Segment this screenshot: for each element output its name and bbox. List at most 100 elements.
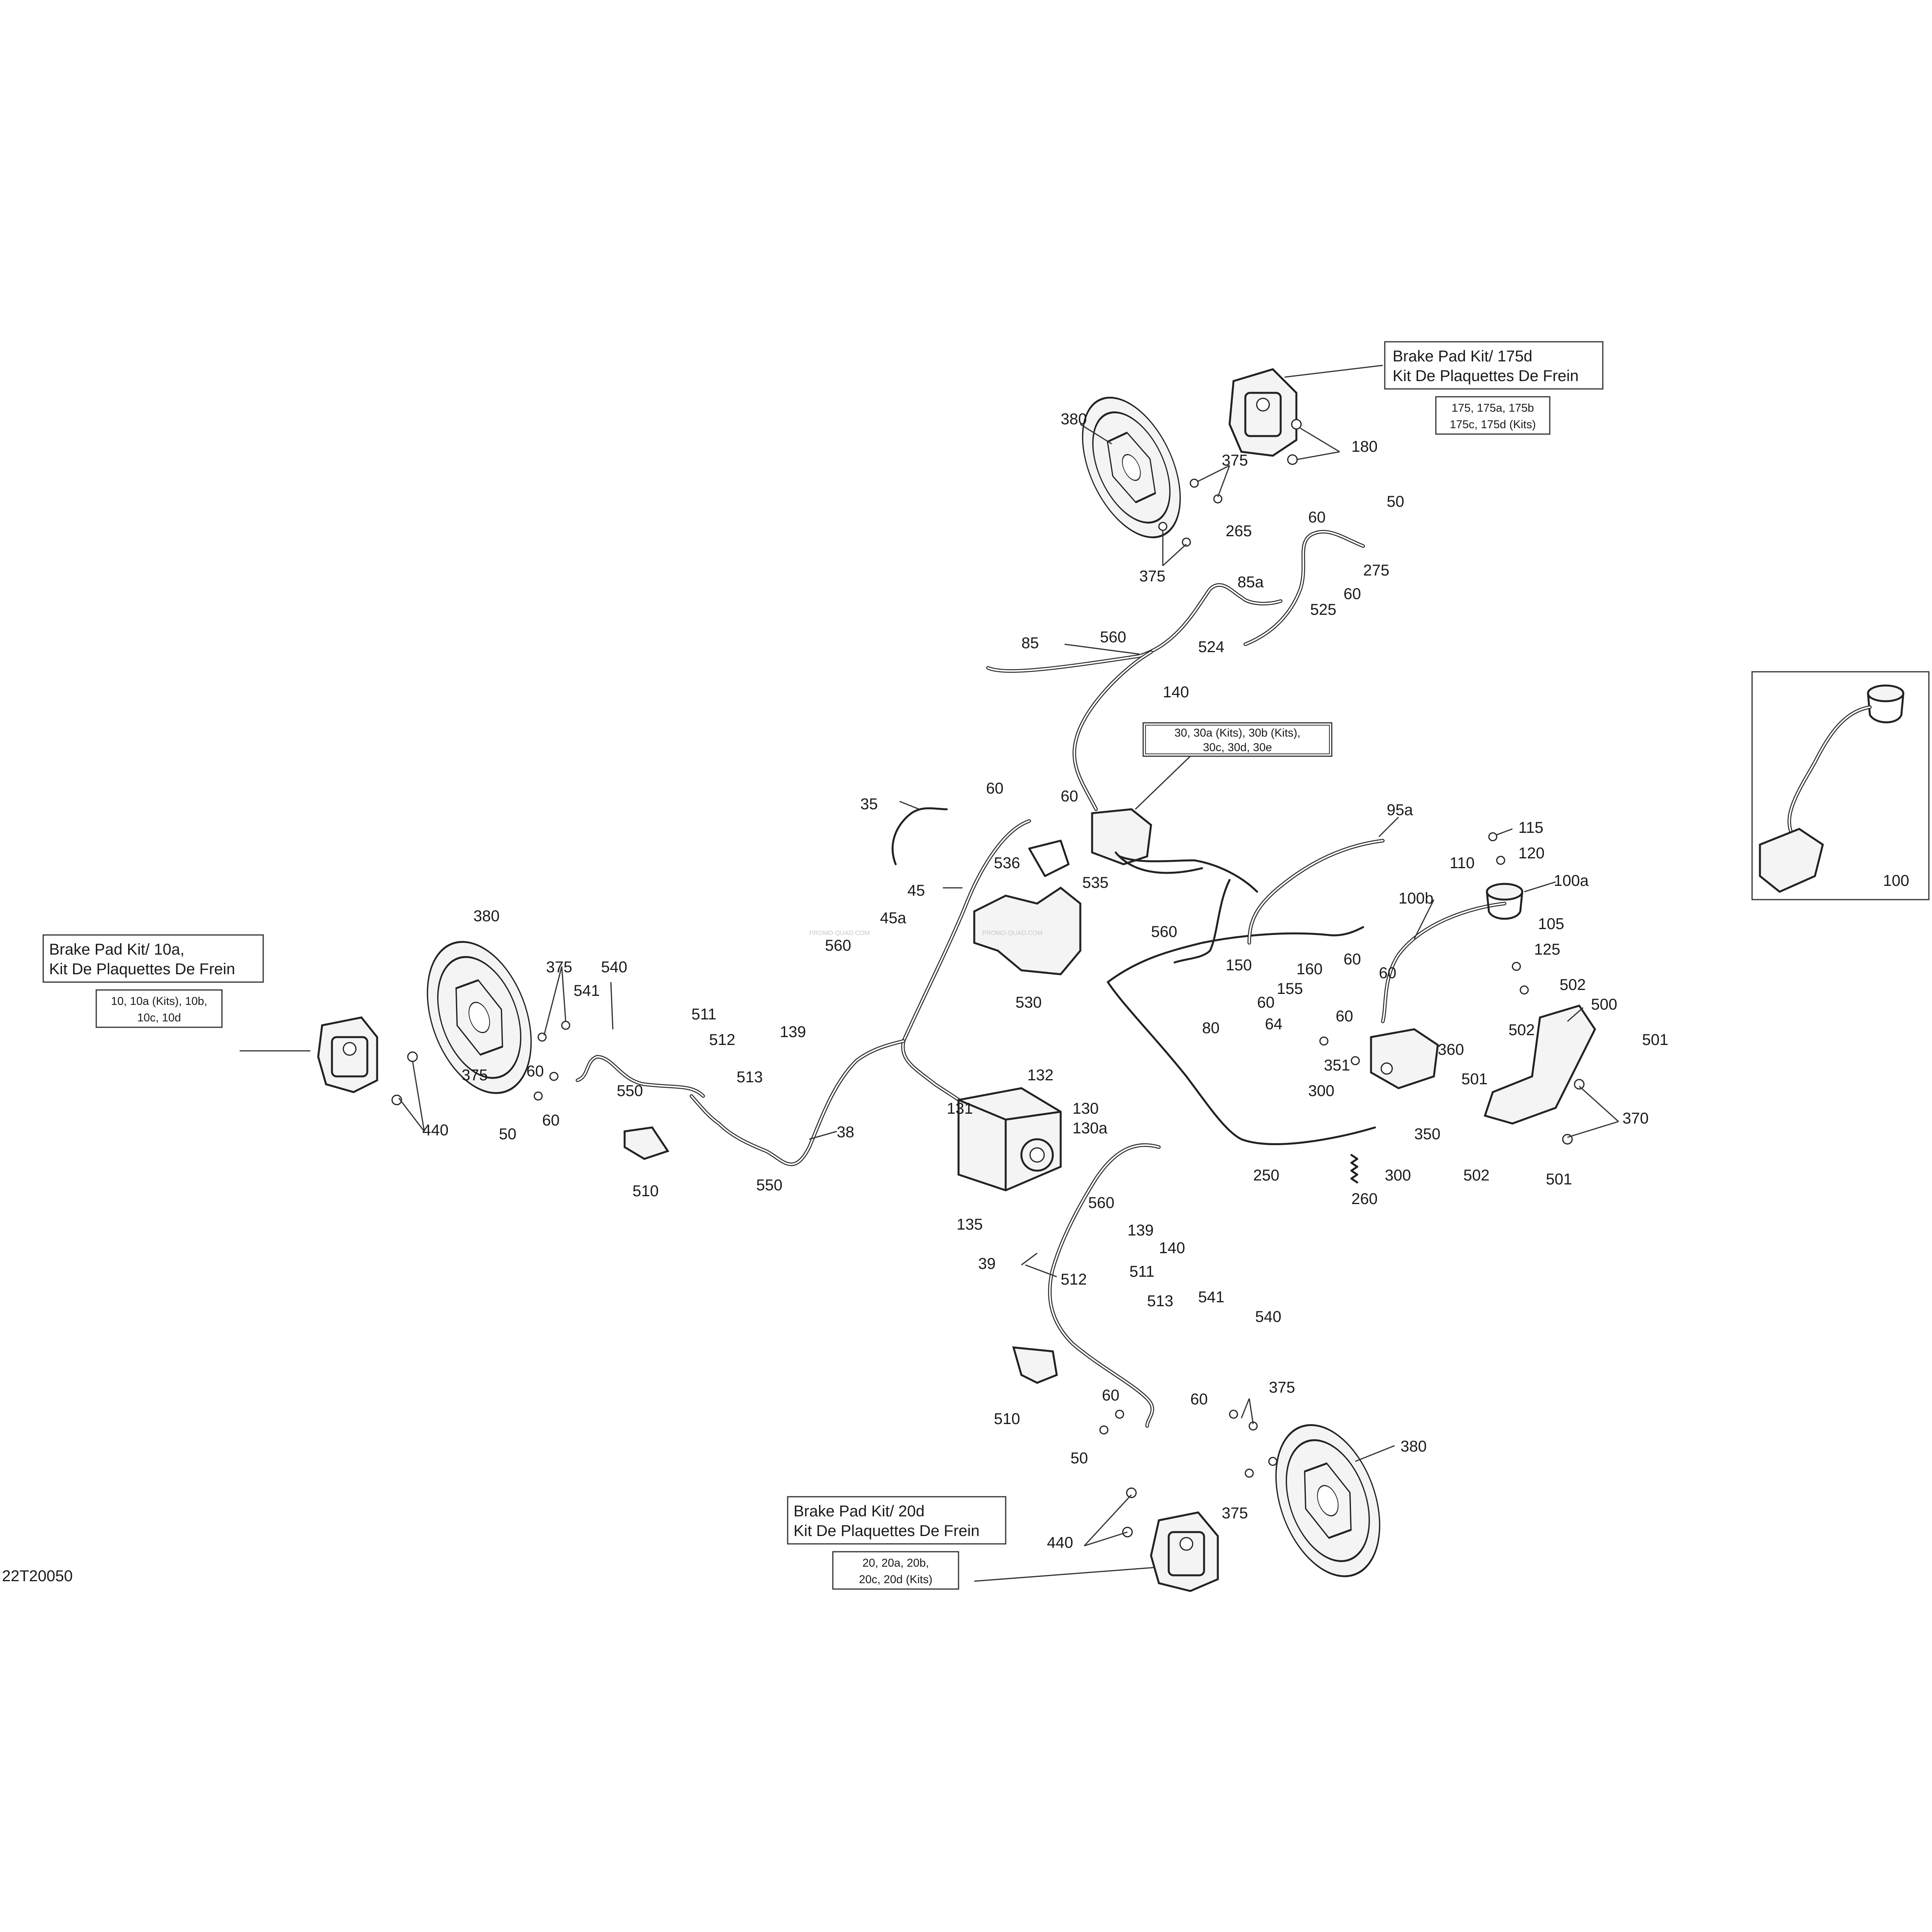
callout-35: 35 (860, 796, 878, 813)
callout-38: 38 (837, 1124, 854, 1141)
callout-60: 60 (1061, 788, 1078, 805)
kit-master-parts-2: 30c, 30d, 30e (1203, 741, 1272, 754)
callout-180: 180 (1351, 438, 1378, 455)
callout-511: 511 (691, 1006, 717, 1023)
rear-master-cylinder (1370, 1028, 1439, 1089)
callout-60: 60 (1190, 1391, 1208, 1408)
callout-labels: 380 375 180 60 50 265 375 275 85a 60 525… (422, 411, 1668, 1551)
kit-front-left-parts-2: 10c, 10d (137, 1012, 181, 1024)
callout-512: 512 (709, 1031, 735, 1048)
callout-560: 560 (1151, 923, 1177, 940)
callout-502: 502 (1463, 1167, 1490, 1184)
hose-38 (689, 1039, 906, 1166)
pedal-bracket-500 (1483, 1004, 1596, 1125)
kit-box-master-cylinder: 30, 30a (Kits), 30b (Kits), 30c, 30d, 30… (1135, 722, 1333, 810)
callout-560: 560 (1100, 629, 1126, 646)
callout-512: 512 (1061, 1271, 1087, 1288)
brake-disc-left (427, 941, 532, 1094)
kit-rear-top-title-1: Brake Pad Kit/ 175d (1393, 348, 1532, 365)
callout-541: 541 (1198, 1289, 1224, 1306)
kit-front-right-parts-2: 20c, 20d (Kits) (859, 1573, 933, 1586)
callout-440: 440 (422, 1122, 449, 1139)
callout-132: 132 (1027, 1067, 1054, 1084)
callout-110: 110 (1450, 854, 1475, 872)
callout-300: 300 (1308, 1082, 1334, 1100)
callout-131: 131 (947, 1100, 973, 1117)
kit-front-left-title-1: Brake Pad Kit/ 10a, (49, 941, 185, 958)
callout-50: 50 (499, 1125, 517, 1143)
callout-130a: 130a (1072, 1120, 1108, 1137)
kit-front-right-title-2: Kit De Plaquettes De Frein (794, 1522, 980, 1540)
callout-501: 501 (1642, 1031, 1668, 1048)
callout-60: 60 (1308, 509, 1326, 526)
callout-300: 300 (1385, 1167, 1411, 1184)
callout-560: 560 (825, 937, 851, 954)
callout-440: 440 (1047, 1534, 1073, 1551)
kit-master-parts-1: 30, 30a (Kits), 30b (Kits), (1175, 727, 1301, 739)
callout-135: 135 (957, 1216, 983, 1233)
watermark-text: PROMO-QUAD.COM (809, 930, 870, 937)
callout-375: 375 (1269, 1379, 1295, 1396)
callout-105: 105 (1538, 915, 1564, 933)
reservoir-100a (1486, 883, 1523, 920)
callout-139: 139 (780, 1023, 806, 1041)
callout-60: 60 (1336, 1008, 1353, 1025)
caliper-front-right (1150, 1511, 1219, 1592)
callout-510: 510 (994, 1410, 1020, 1428)
callout-130: 130 (1072, 1100, 1099, 1117)
callout-380: 380 (1400, 1438, 1427, 1455)
callout-139: 139 (1127, 1222, 1154, 1239)
callout-525: 525 (1310, 601, 1336, 618)
bracket-530 (973, 840, 1081, 975)
kit-box-rear-top: Brake Pad Kit/ 175d Kit De Plaquettes De… (1284, 341, 1604, 435)
kit-front-left-title-2: Kit De Plaquettes De Frein (49, 961, 235, 978)
callout-160: 160 (1296, 961, 1323, 978)
leader-lines (398, 423, 1619, 1547)
callout-502: 502 (1509, 1021, 1535, 1039)
callout-125: 125 (1534, 941, 1560, 958)
callout-513: 513 (737, 1069, 763, 1086)
callout-380: 380 (473, 907, 500, 925)
callout-120: 120 (1518, 845, 1545, 862)
callout-45a: 45a (880, 909, 906, 927)
callout-50: 50 (1070, 1450, 1088, 1467)
brake-disc-right (1275, 1424, 1380, 1577)
kit-front-right-title-1: Brake Pad Kit/ 20d (794, 1503, 925, 1520)
callout-60: 60 (542, 1112, 560, 1129)
master-cylinder (1091, 808, 1258, 893)
brake-lines (576, 530, 1507, 1428)
callout-60: 60 (1257, 994, 1275, 1011)
callout-375: 375 (1222, 452, 1248, 469)
callout-540: 540 (601, 959, 627, 976)
callout-100a: 100a (1554, 872, 1589, 889)
kit-front-right-parts-1: 20, 20a, 20b, (862, 1557, 929, 1569)
guard-510-left (623, 1126, 669, 1160)
callout-375: 375 (546, 959, 572, 976)
callout-541: 541 (574, 982, 600, 999)
callout-375: 375 (1222, 1505, 1248, 1522)
guard-510-right (1012, 1346, 1058, 1384)
kit-rear-top-title-2: Kit De Plaquettes De Frein (1393, 367, 1579, 385)
line-80 (1107, 926, 1364, 983)
callout-513: 513 (1147, 1292, 1173, 1310)
kit-front-left-parts-1: 10, 10a (Kits), 10b, (111, 995, 207, 1008)
spring-260 (1350, 1154, 1358, 1184)
wire-150 (1173, 879, 1231, 964)
callout-60: 60 (1344, 585, 1361, 603)
kit-rear-top-parts-1: 175, 175a, 175b (1452, 402, 1534, 414)
callout-275: 275 (1363, 562, 1389, 579)
callout-535: 535 (1082, 874, 1109, 891)
callout-501: 501 (1546, 1171, 1572, 1188)
callout-540: 540 (1255, 1308, 1281, 1325)
callout-100b: 100b (1399, 890, 1433, 907)
callout-375: 375 (1139, 568, 1166, 585)
callout-502: 502 (1560, 976, 1586, 993)
hose-85-lower (1072, 650, 1153, 811)
callout-524: 524 (1198, 638, 1224, 656)
callout-50: 50 (1387, 493, 1404, 510)
callout-265: 265 (1226, 522, 1252, 540)
callout-60: 60 (1344, 951, 1361, 968)
callout-350: 350 (1414, 1125, 1441, 1143)
callout-85: 85 (1021, 634, 1039, 652)
